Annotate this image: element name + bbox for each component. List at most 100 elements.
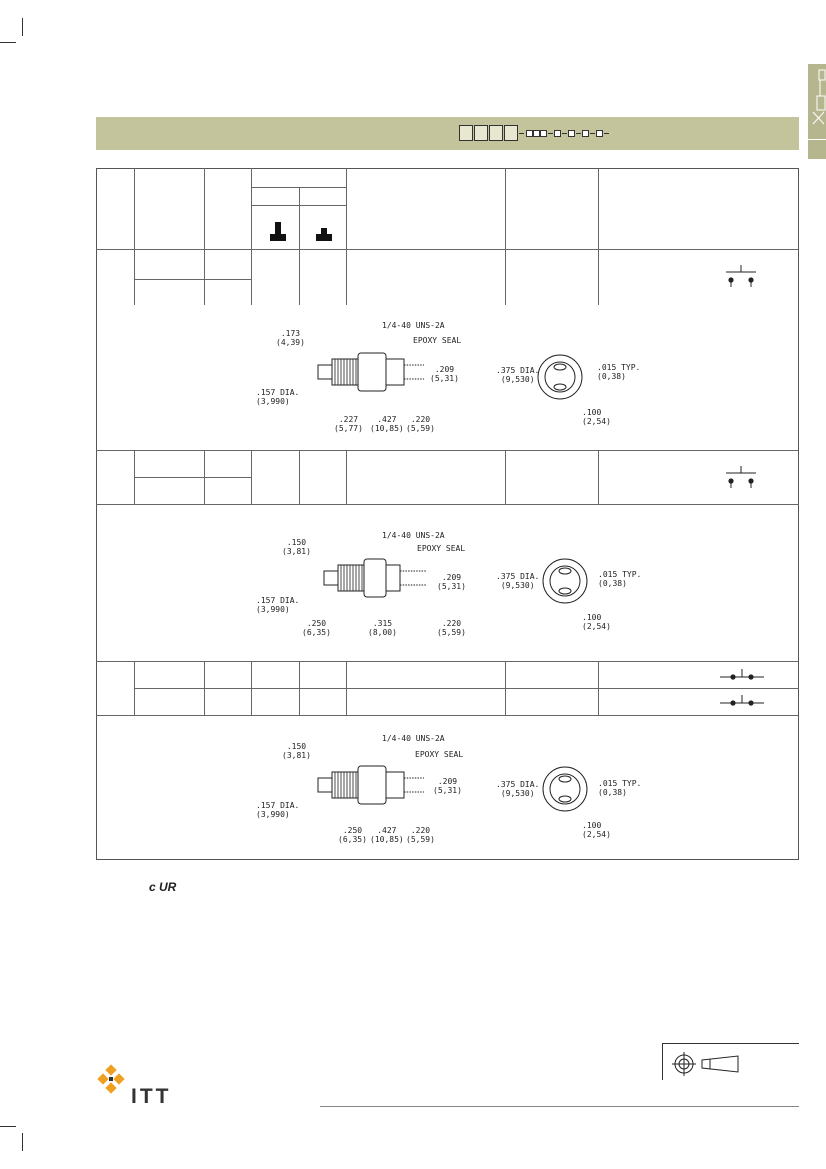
order-code-dash [562, 133, 567, 134]
dim-pin: .209(5,31) [430, 365, 459, 383]
dim-value-metric: (9,530) [500, 375, 535, 384]
dim-value-metric: (5,31) [430, 374, 459, 383]
table-gridline [251, 205, 346, 206]
crop-mark [0, 1126, 16, 1127]
circuit-symbol-no-icon [726, 265, 756, 287]
crop-mark [22, 18, 23, 36]
order-code-mini-box [540, 130, 547, 137]
table-gridline [96, 715, 799, 716]
dim-value: .100 [582, 408, 602, 417]
circuit-symbol-no-icon [726, 466, 756, 488]
order-code-box [489, 125, 503, 141]
dim-value: .227 [338, 415, 359, 424]
dim-value-metric: (0,38) [598, 788, 627, 797]
table-gridline [251, 187, 346, 188]
dim-value-metric: (0,38) [597, 372, 626, 381]
dim-value-metric: (5,77) [334, 424, 363, 433]
seal-label: EPOXY SEAL [417, 544, 466, 553]
seal-label: EPOXY SEAL [415, 750, 464, 759]
dim-value: .209 [441, 573, 462, 582]
table-gridline [96, 504, 799, 505]
itt-logo-icon [97, 1064, 125, 1094]
table-gridline [134, 279, 251, 280]
dim-b: .315(8,00) [368, 619, 397, 637]
dim-value-metric: (10,85) [370, 424, 404, 433]
dim-a: .250(6,35) [302, 619, 331, 637]
order-code-box [504, 125, 518, 141]
dim-value: .220 [441, 619, 462, 628]
third-angle-projection-icon [672, 1052, 739, 1076]
dim-value-metric: (5,59) [406, 424, 435, 433]
table-gridline [134, 688, 799, 689]
seal-label: EPOXY SEAL [413, 336, 462, 345]
side-tab-divider [808, 139, 826, 140]
table-gridline [505, 450, 506, 504]
dim-value: .220 [410, 415, 431, 424]
dim-value: .375 DIA. [496, 366, 540, 375]
order-code-dash [519, 133, 524, 134]
dim-value-metric: (6,35) [338, 835, 367, 844]
brand-name: ITT [131, 1085, 172, 1108]
order-code-box [474, 125, 488, 141]
dim-outer-dia: .375 DIA.(9,530) [496, 366, 539, 384]
table-gridline [251, 168, 252, 305]
dim-spacing: .100(2,54) [582, 408, 611, 426]
dim-value-metric: (9,530) [500, 789, 535, 798]
dim-b: .427(10,85) [370, 826, 404, 844]
dim-value: .173 [280, 329, 301, 338]
dim-value: .427 [377, 826, 397, 835]
dim-value: .375 DIA. [496, 780, 540, 789]
table-gridline [346, 168, 347, 305]
dim-value-metric: (5,59) [437, 628, 466, 637]
dim-value-metric: (9,530) [500, 581, 535, 590]
dim-value-metric: (4,39) [276, 338, 305, 347]
dim-value-metric: (5,31) [433, 786, 462, 795]
dim-value: .150 [286, 742, 307, 751]
switch-rear-view-drawing [537, 354, 583, 400]
switch-rear-view-drawing [542, 558, 588, 604]
switch-side-view-drawing [317, 765, 424, 805]
dim-value: .220 [410, 826, 431, 835]
dim-pin: .209(5,31) [437, 573, 466, 591]
dim-value-metric: (5,59) [406, 835, 435, 844]
table-gridline [134, 168, 135, 305]
dim-value: .427 [377, 415, 397, 424]
order-code-dash [576, 133, 581, 134]
header-band [96, 117, 799, 150]
order-code-dash [548, 133, 553, 134]
dim-typ: .015 TYP.(0,38) [598, 570, 641, 588]
order-code-mini-box [554, 130, 561, 137]
switch-side-view-drawing [323, 558, 426, 598]
order-code-dash [604, 133, 609, 134]
dim-dia: .157 DIA.(3,990) [256, 801, 299, 819]
switch-side-view-drawing [317, 352, 424, 392]
dim-value: .157 DIA. [256, 388, 300, 397]
dim-value: .015 TYP. [597, 363, 641, 372]
table-gridline [96, 249, 799, 250]
table-gridline [299, 187, 300, 305]
dim-pin: .209(5,31) [433, 777, 462, 795]
thread-label: 1/4-40 UNS-2A [382, 734, 445, 743]
dim-value: .209 [437, 777, 458, 786]
dim-value-metric: (0,38) [598, 579, 627, 588]
dim-outer-dia: .375 DIA.(9,530) [496, 572, 539, 590]
footer-symbol-rule [662, 1043, 799, 1044]
table-gridline [96, 661, 799, 662]
order-code-mini-box [596, 130, 603, 137]
order-code-mini-box [533, 130, 540, 137]
dim-a: .250(6,35) [338, 826, 367, 844]
dim-c: .220(5,59) [406, 826, 435, 844]
footer-rule [320, 1106, 799, 1107]
table-gridline [346, 450, 347, 504]
dim-value-metric: (3,990) [256, 605, 290, 614]
dim-value: .250 [342, 826, 363, 835]
table-gridline [598, 450, 599, 504]
dim-dia: .157 DIA.(3,990) [256, 596, 299, 614]
dim-value: .150 [286, 538, 307, 547]
dim-value-metric: (10,85) [370, 835, 404, 844]
order-code-mini-box [568, 130, 575, 137]
table-gridline [598, 168, 599, 305]
table-gridline [134, 477, 251, 478]
dim-typ: .015 TYP.(0,38) [598, 779, 641, 797]
dim-value: .015 TYP. [598, 779, 642, 788]
